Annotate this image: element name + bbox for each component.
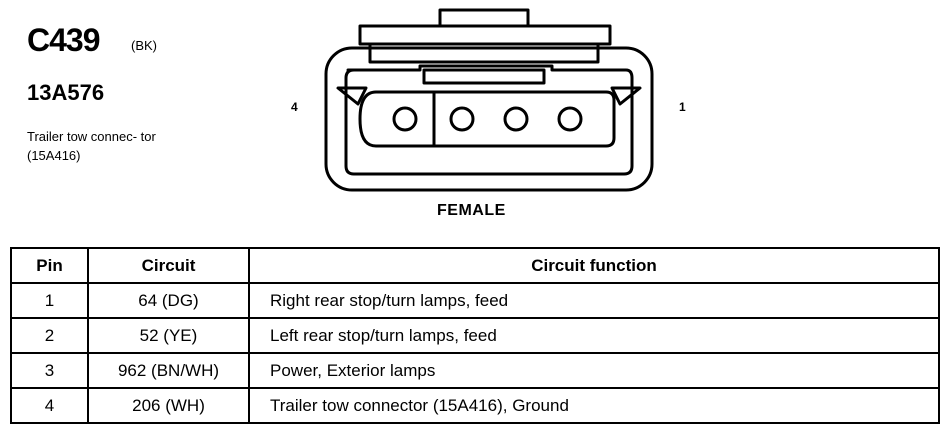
table-row: 1 64 (DG) Right rear stop/turn lamps, fe… bbox=[10, 282, 940, 319]
cell-circuit-function: Trailer tow connector (15A416), Ground bbox=[248, 387, 940, 424]
part-number: 13A576 bbox=[27, 80, 105, 105]
cell-circuit-function: Left rear stop/turn lamps, feed bbox=[248, 317, 940, 354]
latch-right bbox=[610, 86, 642, 106]
connector-color-code: (BK) bbox=[131, 38, 157, 53]
key-slot bbox=[422, 68, 546, 85]
pin-label-right: 1 bbox=[679, 100, 686, 114]
cell-pin: 2 bbox=[10, 317, 89, 354]
locking-tab-upper bbox=[358, 24, 612, 46]
pin-label-left: 4 bbox=[291, 100, 298, 114]
cell-circuit: 206 (WH) bbox=[87, 387, 250, 424]
table-row: 3 962 (BN/WH) Power, Exterior lamps bbox=[10, 352, 940, 389]
table-row: 4 206 (WH) Trailer tow connector (15A416… bbox=[10, 387, 940, 424]
connector-housing bbox=[324, 46, 654, 192]
connector-shroud bbox=[344, 64, 634, 176]
connector-description: Trailer tow connec- tor (15A416) bbox=[27, 129, 156, 163]
connector-id: C439 bbox=[27, 22, 100, 58]
table-header-row: Pin Circuit Circuit function bbox=[10, 247, 940, 284]
pin-cavity-1 bbox=[557, 106, 583, 132]
connector-face-diagram bbox=[324, 8, 654, 192]
pin-cavity-4 bbox=[392, 106, 418, 132]
cell-circuit: 52 (YE) bbox=[87, 317, 250, 354]
locking-tab-top bbox=[438, 8, 530, 28]
cell-circuit-function: Right rear stop/turn lamps, feed bbox=[248, 282, 940, 319]
pinout-table: Pin Circuit Circuit function 1 64 (DG) R… bbox=[10, 247, 940, 424]
cell-pin: 1 bbox=[10, 282, 89, 319]
column-header-pin: Pin bbox=[10, 247, 89, 284]
pin-cavity-3 bbox=[449, 106, 475, 132]
column-header-circuit-function: Circuit function bbox=[248, 247, 940, 284]
locking-tab-lower bbox=[368, 42, 600, 64]
column-header-circuit: Circuit bbox=[87, 247, 250, 284]
latch-left bbox=[336, 86, 368, 106]
pin-cavity-block bbox=[358, 90, 616, 148]
table-row: 2 52 (YE) Left rear stop/turn lamps, fee… bbox=[10, 317, 940, 354]
cell-circuit: 962 (BN/WH) bbox=[87, 352, 250, 389]
cell-pin: 3 bbox=[10, 352, 89, 389]
cell-pin: 4 bbox=[10, 387, 89, 424]
pin-cavity-2 bbox=[503, 106, 529, 132]
cell-circuit-function: Power, Exterior lamps bbox=[248, 352, 940, 389]
cell-circuit: 64 (DG) bbox=[87, 282, 250, 319]
connector-gender: FEMALE bbox=[437, 202, 506, 219]
